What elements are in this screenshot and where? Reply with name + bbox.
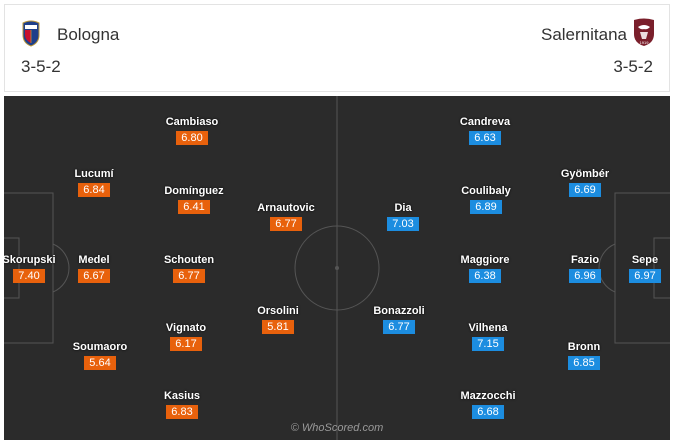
home-player-orsolini[interactable]: Orsolini 5.81 (238, 305, 318, 335)
player-rating: 6.89 (470, 200, 502, 214)
home-player-soumaoro[interactable]: Soumaoro 5.64 (60, 341, 140, 371)
away-player-dia[interactable]: Dia 7.03 (363, 202, 443, 232)
away-player-sepe[interactable]: Sepe 6.97 (605, 254, 670, 284)
player-rating: 7.15 (472, 337, 504, 351)
player-name: Soumaoro (72, 341, 128, 353)
away-player-candreva[interactable]: Candreva 6.63 (445, 116, 525, 146)
player-rating: 6.96 (569, 269, 601, 283)
salernitana-crest-icon: 1919 (634, 18, 654, 46)
home-player-schouten[interactable]: Schouten 6.77 (149, 254, 229, 284)
player-rating: 6.63 (469, 131, 501, 145)
bologna-crest-icon (22, 20, 40, 47)
player-name: Skorupski (4, 254, 56, 266)
home-player-lucumi[interactable]: Lucumí 6.84 (54, 168, 134, 198)
player-name: Bronn (567, 341, 601, 353)
home-player-arnautovic[interactable]: Arnautovic 6.77 (246, 202, 326, 232)
away-player-maggiore[interactable]: Maggiore 6.38 (445, 254, 525, 284)
player-rating: 6.69 (569, 183, 601, 197)
player-name: Mazzocchi (460, 390, 516, 402)
home-team-name: Bologna (57, 25, 120, 44)
away-formation: 3-5-2 (613, 57, 653, 76)
pitch-markings (4, 96, 670, 440)
player-name: Cambiaso (165, 116, 219, 128)
player-name: Fazio (570, 254, 600, 266)
player-rating: 6.85 (568, 356, 600, 370)
away-player-bronn[interactable]: Bronn 6.85 (544, 341, 624, 371)
player-name: Domínguez (164, 185, 224, 197)
player-rating: 6.80 (176, 131, 208, 145)
player-rating: 6.84 (78, 183, 110, 197)
player-name: Bonazzoli (373, 305, 425, 317)
away-player-vilhena[interactable]: Vilhena 7.15 (448, 322, 528, 352)
player-name: Lucumí (74, 168, 114, 180)
player-name: Vignato (165, 322, 207, 334)
away-player-gyomber[interactable]: Gyömbér 6.69 (545, 168, 625, 198)
away-player-coulibaly[interactable]: Coulibaly 6.89 (446, 185, 526, 215)
player-rating: 7.40 (13, 269, 45, 283)
player-name: Arnautovic (257, 202, 315, 214)
player-rating: 5.64 (84, 356, 116, 370)
away-team-name: Salernitana (540, 25, 627, 44)
player-rating: 7.03 (387, 217, 419, 231)
player-rating: 6.97 (629, 269, 661, 283)
player-rating: 6.77 (173, 269, 205, 283)
player-name: Candreva (459, 116, 511, 128)
home-player-vignato[interactable]: Vignato 6.17 (146, 322, 226, 352)
player-name: Kasius (163, 390, 201, 402)
player-name: Sepe (631, 254, 659, 266)
home-player-dominguez[interactable]: Domínguez 6.41 (154, 185, 234, 215)
player-rating: 6.77 (383, 320, 415, 334)
player-rating: 6.68 (472, 405, 504, 419)
home-formation: 3-5-2 (21, 57, 61, 76)
player-rating: 6.67 (78, 269, 110, 283)
whoscored-watermark: © WhoScored.com (290, 422, 384, 434)
player-name: Orsolini (257, 305, 299, 317)
player-name: Maggiore (460, 254, 510, 266)
player-rating: 6.17 (170, 337, 202, 351)
player-rating: 6.41 (178, 200, 210, 214)
player-name: Vilhena (468, 322, 508, 334)
player-name: Coulibaly (461, 185, 511, 197)
home-player-skorupski[interactable]: Skorupski 7.40 (4, 254, 69, 284)
home-player-cambiaso[interactable]: Cambiaso 6.80 (152, 116, 232, 146)
away-player-mazzocchi[interactable]: Mazzocchi 6.68 (448, 390, 528, 420)
player-name: Medel (78, 254, 110, 266)
away-player-bonazzoli[interactable]: Bonazzoli 6.77 (359, 305, 439, 335)
svg-text:1919: 1919 (640, 40, 650, 45)
player-name: Schouten (163, 254, 215, 266)
match-header: Bologna 3-5-2 Salernitana 1919 3-5-2 (4, 4, 670, 92)
away-player-fazio[interactable]: Fazio 6.96 (545, 254, 625, 284)
player-rating: 5.81 (262, 320, 294, 334)
player-name: Dia (394, 202, 412, 214)
player-rating: 6.83 (166, 405, 198, 419)
player-name: Gyömbér (560, 168, 610, 180)
player-rating: 6.77 (270, 217, 302, 231)
home-player-kasius[interactable]: Kasius 6.83 (142, 390, 222, 420)
pitch: Skorupski 7.40 Lucumí 6.84 Medel 6.67 So… (4, 96, 670, 440)
player-rating: 6.38 (469, 269, 501, 283)
home-player-medel[interactable]: Medel 6.67 (54, 254, 134, 284)
